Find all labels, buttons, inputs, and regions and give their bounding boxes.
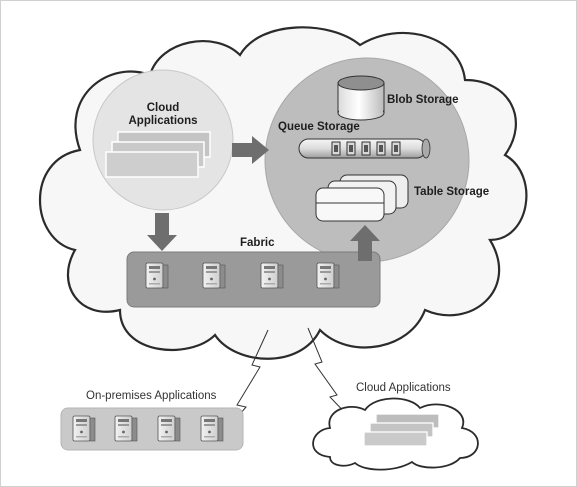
on-premises-applications-label: On-premises Applications: [86, 390, 217, 402]
arrow-apps-to-storage: [232, 136, 269, 164]
table-storage-label: Table Storage: [414, 186, 490, 198]
arrow-fabric-to-storage: [350, 225, 380, 261]
fabric-label: Fabric: [240, 237, 275, 249]
external-cloud-applications-stack: [363, 413, 440, 447]
lightning-to-cloud-apps: [307, 327, 353, 421]
cloud-applications-stack: [105, 131, 211, 178]
cloud-applications-label: Cloud Applications: [128, 102, 198, 127]
arrow-apps-to-fabric: [147, 213, 177, 251]
blob-storage-label: Blob Storage: [387, 94, 459, 106]
table-storage-stack: [315, 174, 409, 222]
queue-storage-pipe: [298, 138, 431, 159]
on-premises-panel: [60, 407, 244, 451]
queue-storage-label: Queue Storage: [278, 121, 360, 133]
external-cloud-applications-label: Cloud Applications: [356, 382, 451, 394]
blob-storage-cylinder: [337, 75, 385, 121]
